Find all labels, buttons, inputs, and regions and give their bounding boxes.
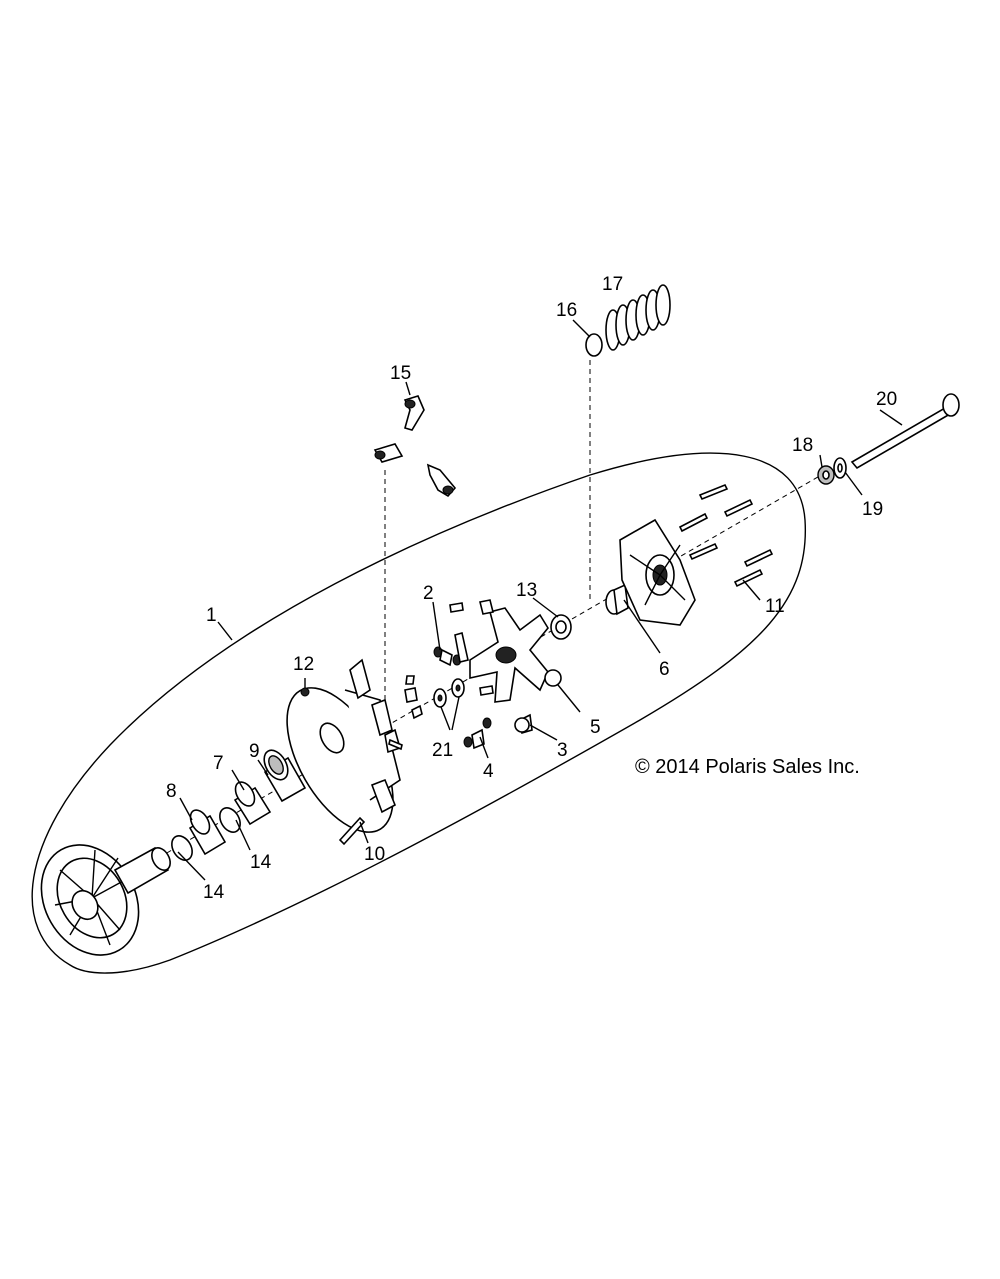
small-blocks <box>404 675 423 720</box>
pin-10b <box>388 738 403 751</box>
callout-19: 19 <box>862 499 883 520</box>
weight-15b <box>373 443 404 463</box>
bushing-7 <box>233 781 272 826</box>
bushing-6 <box>605 583 629 616</box>
callout-20: 20 <box>876 389 897 410</box>
button-13 <box>550 614 572 640</box>
callout-18: 18 <box>792 435 813 456</box>
callout-4: 4 <box>483 761 494 782</box>
callout-6: 6 <box>659 659 670 680</box>
callout-14-left: 14 <box>203 882 225 903</box>
center-axis <box>119 360 831 881</box>
clutch-cover <box>619 518 696 626</box>
washer-19 <box>833 457 847 479</box>
moveable-sheave <box>286 658 401 833</box>
nut-12 <box>300 687 310 697</box>
copyright-notice: © 2014 Polaris Sales Inc. <box>635 756 860 778</box>
weight-15a <box>403 395 425 431</box>
callout-17: 17 <box>602 274 623 295</box>
callout-10: 10 <box>364 844 385 865</box>
callout-5: 5 <box>590 717 601 738</box>
weight-15c <box>426 463 457 498</box>
bolt-4 <box>463 717 492 750</box>
callouts: 1 2 3 4 5 6 7 8 9 10 11 12 13 14 14 15 1… <box>166 274 897 903</box>
bolt-20 <box>850 393 960 470</box>
callout-16: 16 <box>556 300 577 321</box>
callout-3: 3 <box>557 740 568 761</box>
pin-10 <box>338 816 366 846</box>
callout-11: 11 <box>765 596 785 617</box>
fixed-sheave <box>40 844 171 956</box>
callout-21: 21 <box>432 740 453 761</box>
callout-12: 12 <box>293 654 314 675</box>
ball-5 <box>544 669 562 687</box>
callout-2: 2 <box>423 583 434 604</box>
callout-7: 7 <box>213 753 224 774</box>
bushing-9 <box>263 749 307 803</box>
callout-15: 15 <box>390 363 411 384</box>
ring-14-left <box>171 835 193 861</box>
spider-3 <box>449 599 549 735</box>
assembly-outline <box>31 452 807 974</box>
callout-9: 9 <box>249 741 260 762</box>
leader-lines <box>177 319 903 881</box>
washer-21b <box>451 678 465 698</box>
bolts-11 <box>678 483 774 588</box>
spring-17 <box>605 284 671 351</box>
callout-1: 1 <box>206 605 217 626</box>
callout-8: 8 <box>166 781 177 802</box>
ring-16 <box>585 333 603 357</box>
bushing-8 <box>188 809 227 856</box>
callout-13: 13 <box>516 580 537 601</box>
ring-14-right <box>219 807 241 833</box>
nut-18 <box>817 465 835 485</box>
washer-21a <box>433 688 447 708</box>
callout-14-right: 14 <box>250 852 272 873</box>
